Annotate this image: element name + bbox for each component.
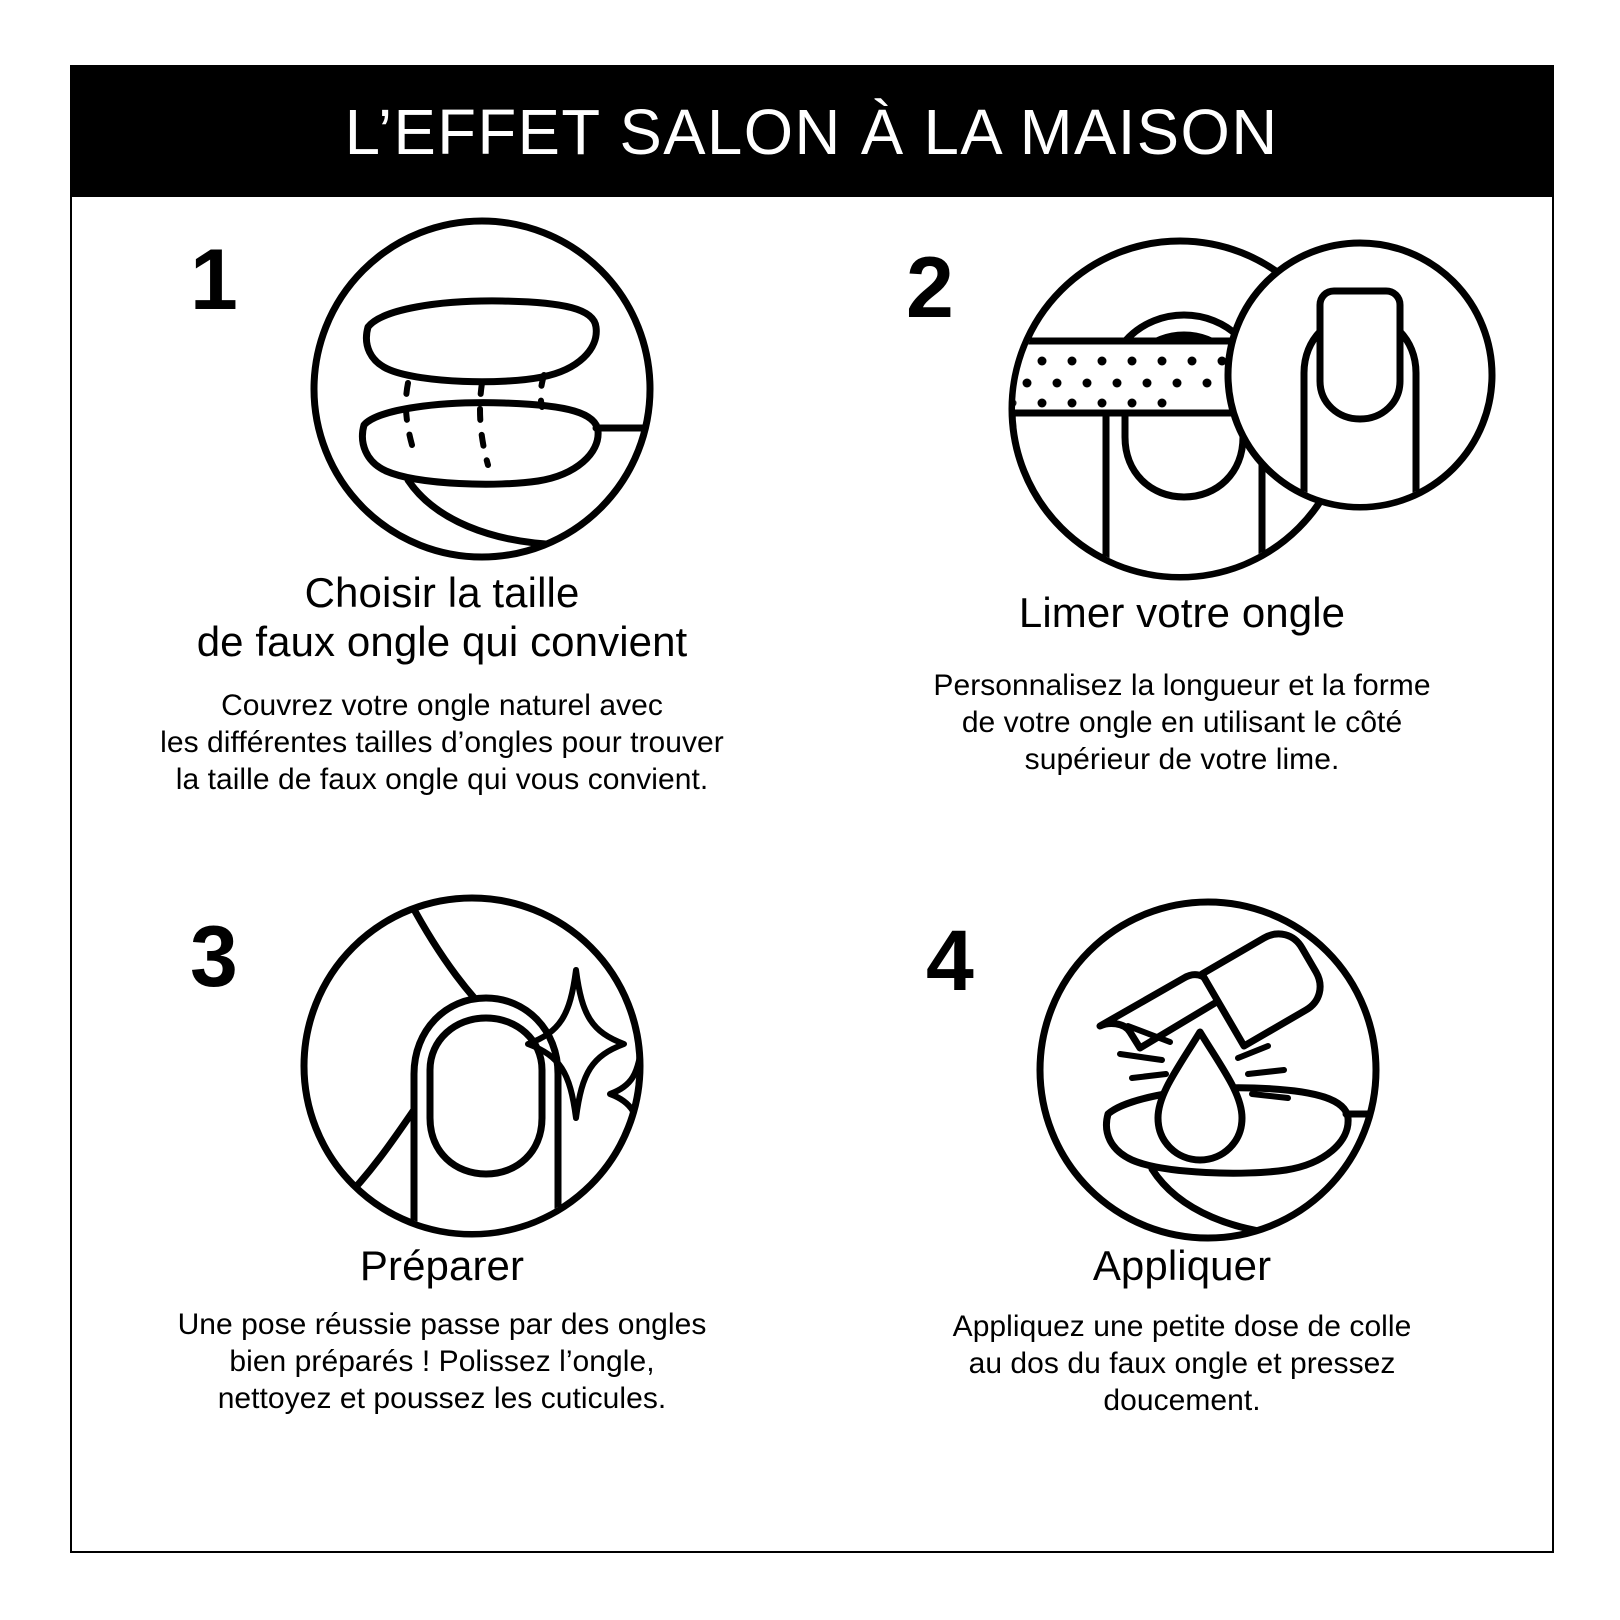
step-panel-1: 1 — [72, 197, 812, 874]
step-4-body: Appliquez une petite dose de colle au do… — [838, 1309, 1526, 1420]
step-1-title-line1: Choisir la taille — [304, 569, 580, 616]
step-number-1: 1 — [190, 232, 238, 328]
emphasis-line-right-1 — [1235, 1043, 1271, 1061]
glue-drop — [1154, 1028, 1246, 1164]
emphasis-line-right-3 — [1249, 1091, 1291, 1101]
step-3-title-line1: Préparer — [359, 1242, 525, 1289]
page-title: L’EFFET SALON À LA MAISON — [345, 96, 1279, 168]
alignment-guide-center — [477, 380, 491, 468]
finger-bottom-edge — [1148, 1165, 1373, 1235]
step-2-body-line2: de votre ongle en utilisant le côté — [961, 705, 1403, 739]
step-1-body-line2: les différentes tailles d’ongles pour tr… — [160, 726, 724, 760]
step-number-4: 4 — [926, 913, 974, 1009]
step-4-text: Appliquer Appliquez une petite dose de c… — [812, 1242, 1552, 1419]
step-panel-4: 4 — [812, 874, 1552, 1551]
sparkling-clean-nail-icon: 3 — [190, 894, 644, 1238]
inset-filed-nail — [1316, 287, 1404, 423]
step-4-title: Appliquer — [838, 1242, 1526, 1291]
step-3-title: Préparer — [98, 1242, 786, 1291]
emphasis-line-left-2 — [1117, 1051, 1165, 1063]
emphasis-line-right-2 — [1245, 1067, 1287, 1077]
step-4-body-line2: au dos du faux ongle et pressez — [968, 1346, 1396, 1380]
nail-plate — [426, 1014, 546, 1178]
alignment-guide-left — [402, 380, 415, 448]
step-4-title-line1: Appliquer — [1092, 1242, 1272, 1289]
file-grit-texture — [1015, 356, 1227, 408]
step-3-body-line1: Une pose réussie passe par des ongles — [177, 1307, 707, 1341]
step-1-illustration: 1 — [72, 197, 812, 577]
glue-drop-icon: 4 — [926, 898, 1380, 1242]
sparkle-large-icon — [525, 967, 627, 1121]
header-banner: L’EFFET SALON À LA MAISON — [72, 67, 1552, 197]
step-2-text: Limer votre ongle Personnalisez la longu… — [812, 589, 1552, 778]
sparkle-small-icon — [607, 1041, 637, 1147]
step-1-title: Choisir la taille de faux ongle qui conv… — [98, 569, 786, 666]
nail-file-icon: 2 — [906, 237, 1496, 581]
step-2-body: Personnalisez la longueur et la forme de… — [838, 668, 1526, 779]
step-4-illustration: 4 — [812, 874, 1552, 1254]
steps-grid: 1 — [72, 197, 1552, 1551]
step-3-illustration: 3 — [72, 874, 812, 1254]
step-3-body-line3: nettoyez et poussez les cuticules. — [217, 1381, 667, 1415]
step-2-title: Limer votre ongle — [838, 589, 1526, 638]
step-2-body-line3: supérieur de votre lime. — [1024, 742, 1340, 776]
glue-tube-body — [1198, 930, 1324, 1050]
step-number-3: 3 — [190, 909, 238, 1005]
step-3-text: Préparer Une pose réussie passe par des … — [72, 1242, 812, 1417]
instruction-poster: L’EFFET SALON À LA MAISON 1 — [70, 65, 1554, 1553]
step-1-body-line3: la taille de faux ongle qui vous convien… — [175, 763, 709, 797]
step-panel-3: 3 — [72, 874, 812, 1551]
step-2-title-line1: Limer votre ongle — [1018, 589, 1346, 636]
step-panel-2: 2 — [812, 197, 1552, 874]
step-number-2: 2 — [906, 240, 954, 336]
step-2-body-line1: Personnalisez la longueur et la forme — [933, 668, 1431, 702]
step-3-body-line2: bien préparés ! Polissez l’ongle, — [229, 1344, 655, 1378]
emphasis-line-left-1 — [1125, 1023, 1173, 1045]
step-4-body-line1: Appliquez une petite dose de colle — [952, 1309, 1412, 1343]
alignment-guide-right — [537, 372, 547, 410]
emphasis-line-left-3 — [1129, 1071, 1169, 1081]
false-nail-sizing-icon: 1 — [190, 217, 654, 561]
step-1-text: Choisir la taille de faux ongle qui conv… — [72, 569, 812, 799]
step-1-body: Couvrez votre ongle naturel avec les dif… — [98, 688, 786, 799]
step-1-title-line2: de faux ongle qui convient — [196, 617, 688, 665]
false-nail-upper — [363, 297, 600, 386]
step-3-body: Une pose réussie passe par des ongles bi… — [98, 1307, 786, 1418]
step-4-body-line3: doucement. — [1103, 1383, 1261, 1417]
step-1-body-line1: Couvrez votre ongle naturel avec — [221, 689, 663, 723]
step-2-illustration: 2 — [812, 197, 1552, 581]
